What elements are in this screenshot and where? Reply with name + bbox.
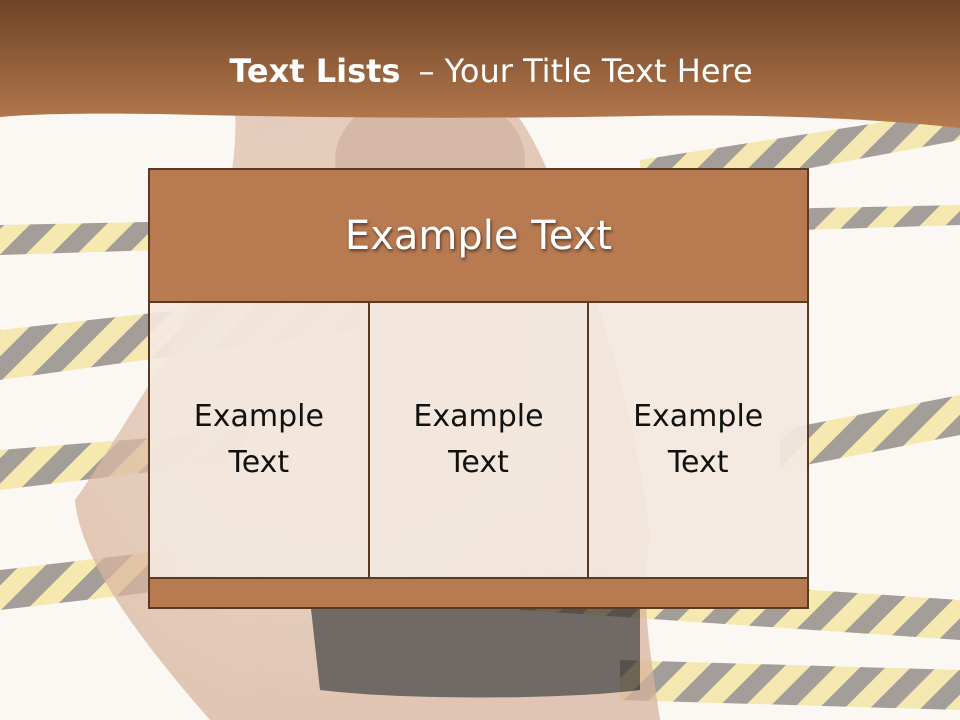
table-header: Example Text	[150, 170, 807, 303]
table-cells: Example Text Example Text Example Text	[150, 303, 808, 577]
table-footer-bar	[150, 577, 807, 607]
table-cell-2: Example Text	[367, 303, 588, 577]
text-table: Example Text Example Text Example Text E…	[148, 168, 809, 609]
slide-title: Text Lists – Your Title Text Here	[0, 52, 960, 90]
title-rest: – Your Title Text Here	[418, 52, 753, 90]
table-cell-3: Example Text	[587, 303, 808, 577]
table-cell-1: Example Text	[150, 303, 368, 577]
title-bold: Text Lists	[229, 52, 401, 90]
